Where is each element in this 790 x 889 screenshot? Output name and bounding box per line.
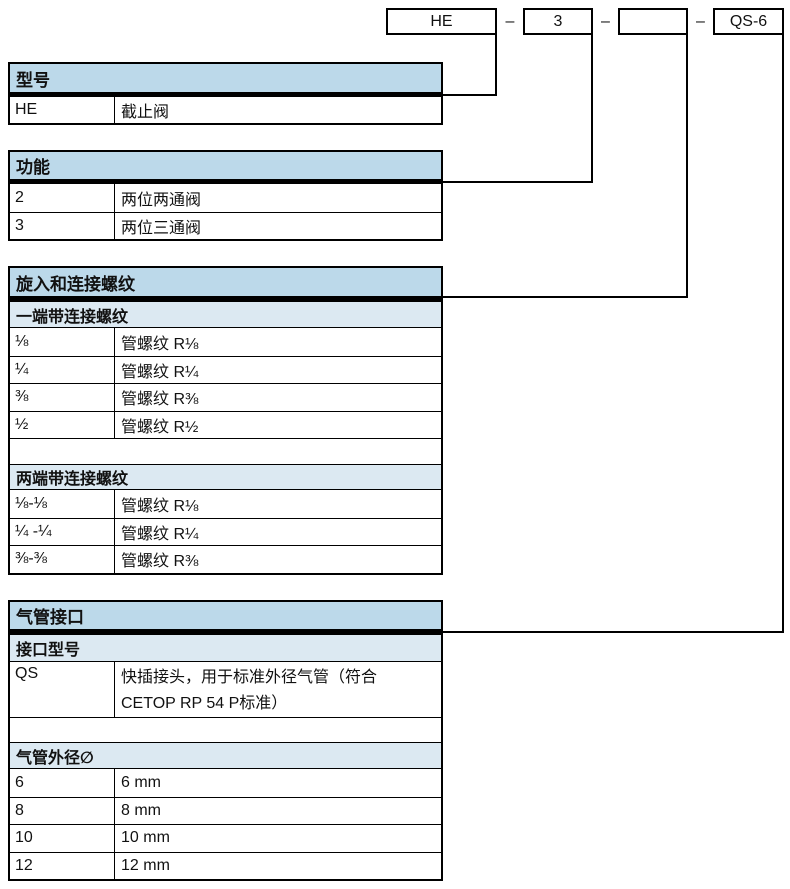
description-cell: 管螺纹 R¼	[121, 363, 199, 381]
table-row: ⅜-⅜ 管螺纹 R⅜	[10, 545, 441, 573]
code-cell: 6	[10, 769, 115, 797]
code-cell: ¼ -¼	[10, 518, 115, 545]
black-bar	[10, 179, 441, 184]
code-cell: HE	[10, 97, 115, 123]
table-row: 10 10 mm	[10, 824, 441, 852]
thread-table-subheader-both-ends: 两端带连接螺纹	[10, 464, 441, 490]
connector-line-function	[443, 35, 593, 183]
table-row: HE 截止阀	[10, 97, 441, 123]
tubing-table-header: 气管接口	[10, 602, 441, 629]
table-row: 2 两位两通阀	[10, 184, 441, 212]
description-cell: 管螺纹 R⅛	[121, 497, 199, 515]
black-bar	[10, 92, 441, 97]
description-cell: 两位两通阀	[121, 191, 202, 209]
connector-line-type	[443, 35, 497, 96]
description-cell: 12 mm	[121, 856, 170, 874]
table-row: 3 两位三通阀	[10, 211, 441, 239]
order-code-box-tubing-label: QS-6	[729, 12, 768, 30]
black-bar	[10, 296, 441, 302]
description-cell: 截止阀	[121, 104, 170, 121]
order-code-box-function: 3	[523, 8, 593, 35]
code-cell: ½	[10, 411, 115, 438]
order-code-box-type: HE	[386, 8, 497, 35]
description-cell: 8 mm	[121, 801, 161, 819]
table-row: ⅛-⅛ 管螺纹 R⅛	[10, 490, 441, 518]
code-cell: ⅜-⅜	[10, 546, 115, 573]
table-row: ¼ -¼ 管螺纹 R¼	[10, 517, 441, 545]
table-row: 8 8 mm	[10, 796, 441, 824]
code-cell: 2	[10, 184, 115, 212]
function-table: 功能 2 两位两通阀 3 两位三通阀	[8, 150, 443, 241]
description-cell: 管螺纹 R¼	[121, 525, 199, 543]
description-cell: 管螺纹 R⅛	[121, 335, 199, 353]
tubing-table-subheader-connection-model: 接口型号	[10, 635, 441, 662]
table-row: 12 12 mm	[10, 851, 441, 879]
code-cell: ⅜	[10, 384, 115, 411]
description-cell: 管螺纹 R⅜	[121, 391, 199, 409]
code-cell: QS	[10, 662, 115, 717]
connector-line-tubing	[443, 35, 784, 633]
description-cell: 快插接头，用于标准外径气管（符合 CETOP RP 54 P标准）	[121, 669, 378, 712]
order-code-box-tubing: QS-6	[713, 8, 784, 35]
empty-row	[10, 717, 441, 742]
table-row: ¼ 管螺纹 R¼	[10, 355, 441, 383]
description-cell: 10 mm	[121, 829, 170, 847]
code-cell: 12	[10, 852, 115, 879]
tubing-table-subheader-outer-diameter: 气管外径∅	[10, 742, 441, 769]
description-cell: 6 mm	[121, 773, 161, 791]
code-cell: 10	[10, 825, 115, 852]
description-cell: 管螺纹 R⅜	[121, 553, 199, 571]
model-table: 型号 HE 截止阀	[8, 62, 443, 125]
table-row: ⅛ 管螺纹 R⅛	[10, 328, 441, 356]
code-cell: ⅛	[10, 328, 115, 356]
order-code-box-thread	[618, 8, 688, 35]
code-cell: 3	[10, 212, 115, 239]
connector-line-thread	[443, 35, 688, 298]
empty-row	[10, 438, 441, 464]
tubing-table: 气管接口 接口型号 QS 快插接头，用于标准外径气管（符合 CETOP RP 5…	[8, 600, 443, 881]
order-code-separator: –	[505, 12, 515, 30]
order-code-separator: –	[696, 12, 705, 30]
table-row: ⅜ 管螺纹 R⅜	[10, 383, 441, 411]
thread-table-header: 旋入和连接螺纹	[10, 268, 441, 296]
function-table-header: 功能	[10, 152, 441, 179]
black-bar	[10, 629, 441, 635]
model-table-header: 型号	[10, 64, 441, 92]
code-cell: ⅛-⅛	[10, 490, 115, 518]
table-row: ½ 管螺纹 R½	[10, 410, 441, 438]
table-row: QS 快插接头，用于标准外径气管（符合 CETOP RP 54 P标准）	[10, 662, 441, 717]
order-code-separator: –	[601, 12, 610, 30]
thread-table: 旋入和连接螺纹 一端带连接螺纹 ⅛ 管螺纹 R⅛ ¼ 管螺纹 R¼ ⅜ 管螺纹 …	[8, 266, 443, 575]
description-cell: 两位三通阀	[121, 219, 202, 237]
description-cell: 管螺纹 R½	[121, 418, 199, 436]
code-cell: 8	[10, 797, 115, 824]
order-code-box-function-label: 3	[553, 12, 563, 30]
code-cell: ¼	[10, 356, 115, 383]
order-code-box-type-label: HE	[430, 12, 453, 30]
table-row: 6 6 mm	[10, 769, 441, 797]
thread-table-subheader-one-end: 一端带连接螺纹	[10, 302, 441, 328]
